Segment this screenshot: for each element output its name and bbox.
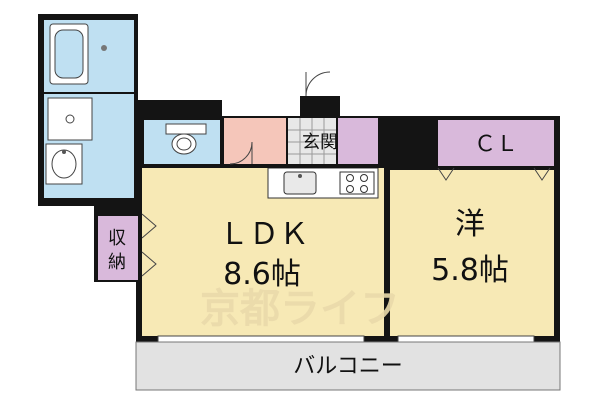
shoe-cabinet xyxy=(338,118,378,164)
closet-label: ＣＬ xyxy=(474,132,518,157)
balcony xyxy=(135,341,561,391)
storage-door-icon xyxy=(141,213,157,239)
kitchen-counter xyxy=(267,167,379,199)
ldk-size-label: 8.6帖 xyxy=(223,257,301,292)
toilet-icon xyxy=(165,123,207,155)
interior-walls xyxy=(94,100,390,342)
bathtub-icon xyxy=(49,23,107,85)
balcony-label: バルコニー xyxy=(293,354,403,379)
western-room xyxy=(390,170,554,336)
sink-icon xyxy=(283,171,317,195)
western-room-label: 洋 xyxy=(455,207,485,242)
watermark: 京都ライフ xyxy=(200,286,400,332)
door-swings xyxy=(141,71,551,277)
front-door-icon xyxy=(305,71,331,97)
storage-label-second: 納 xyxy=(108,252,126,273)
stove-icon xyxy=(339,171,375,195)
ldk-label: ＬＤＫ xyxy=(219,217,309,252)
burner-icon xyxy=(346,174,368,193)
closet-door-icon xyxy=(437,167,455,181)
entrance-label: 玄関 xyxy=(302,132,338,153)
entrance-area xyxy=(224,118,378,164)
storage xyxy=(98,216,138,280)
balcony-windows xyxy=(157,335,535,343)
closet xyxy=(390,120,554,166)
wash-basin-icon xyxy=(45,143,83,185)
washing-machine-icon xyxy=(47,97,93,141)
storage-label: 収 xyxy=(108,228,126,249)
western-room-size-label: 5.8帖 xyxy=(431,253,509,288)
entrance-floor xyxy=(224,118,286,164)
